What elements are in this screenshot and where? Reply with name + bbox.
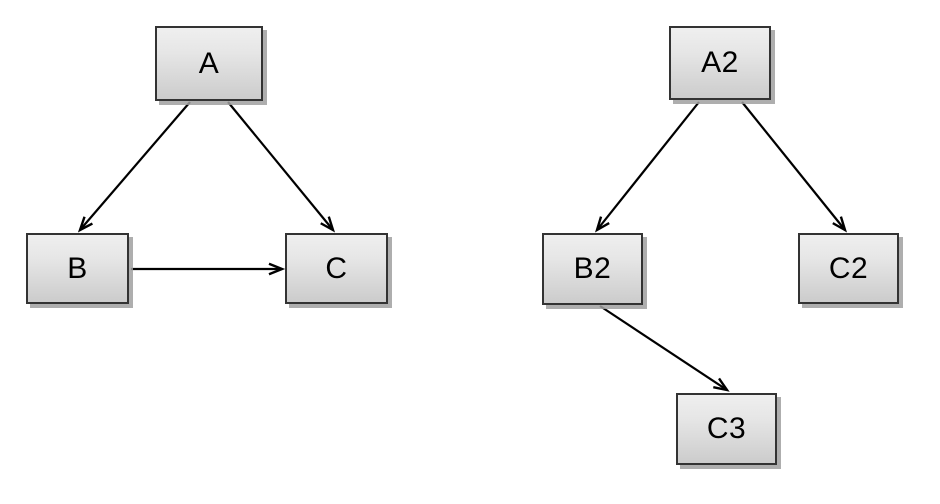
node-label-B2: B2 [573, 252, 612, 285]
node-label-A2: A2 [701, 46, 739, 79]
node-C[interactable]: C [285, 233, 388, 304]
edges-group [77, 101, 848, 392]
node-C2[interactable]: C2 [798, 233, 899, 304]
node-A2[interactable]: A2 [669, 26, 771, 100]
edge-line-A2-B2 [596, 101, 700, 231]
node-label-B: B [67, 251, 88, 285]
node-label-C: C [325, 251, 348, 285]
edge-line-A-B [79, 101, 191, 231]
arrowhead-A2-B2 [594, 216, 610, 233]
arrowhead-B2-C3 [713, 377, 730, 392]
edge-line-B2-C3 [599, 305, 728, 391]
node-B2[interactable]: B2 [542, 233, 643, 305]
node-label-C2: C2 [828, 251, 869, 285]
node-label-C3: C3 [706, 412, 747, 445]
node-label-A: A [198, 46, 220, 80]
arrowhead-A2-C2 [832, 216, 848, 233]
node-B[interactable]: B [26, 233, 129, 304]
arrowhead-B-C [268, 262, 286, 276]
edge-line-A2-C2 [741, 101, 846, 231]
node-A[interactable]: A [155, 26, 263, 101]
edge-line-A-C [227, 101, 334, 231]
node-C3[interactable]: C3 [676, 393, 777, 465]
arrowhead-A-B [77, 216, 93, 233]
arrowhead-A-C [320, 216, 336, 233]
